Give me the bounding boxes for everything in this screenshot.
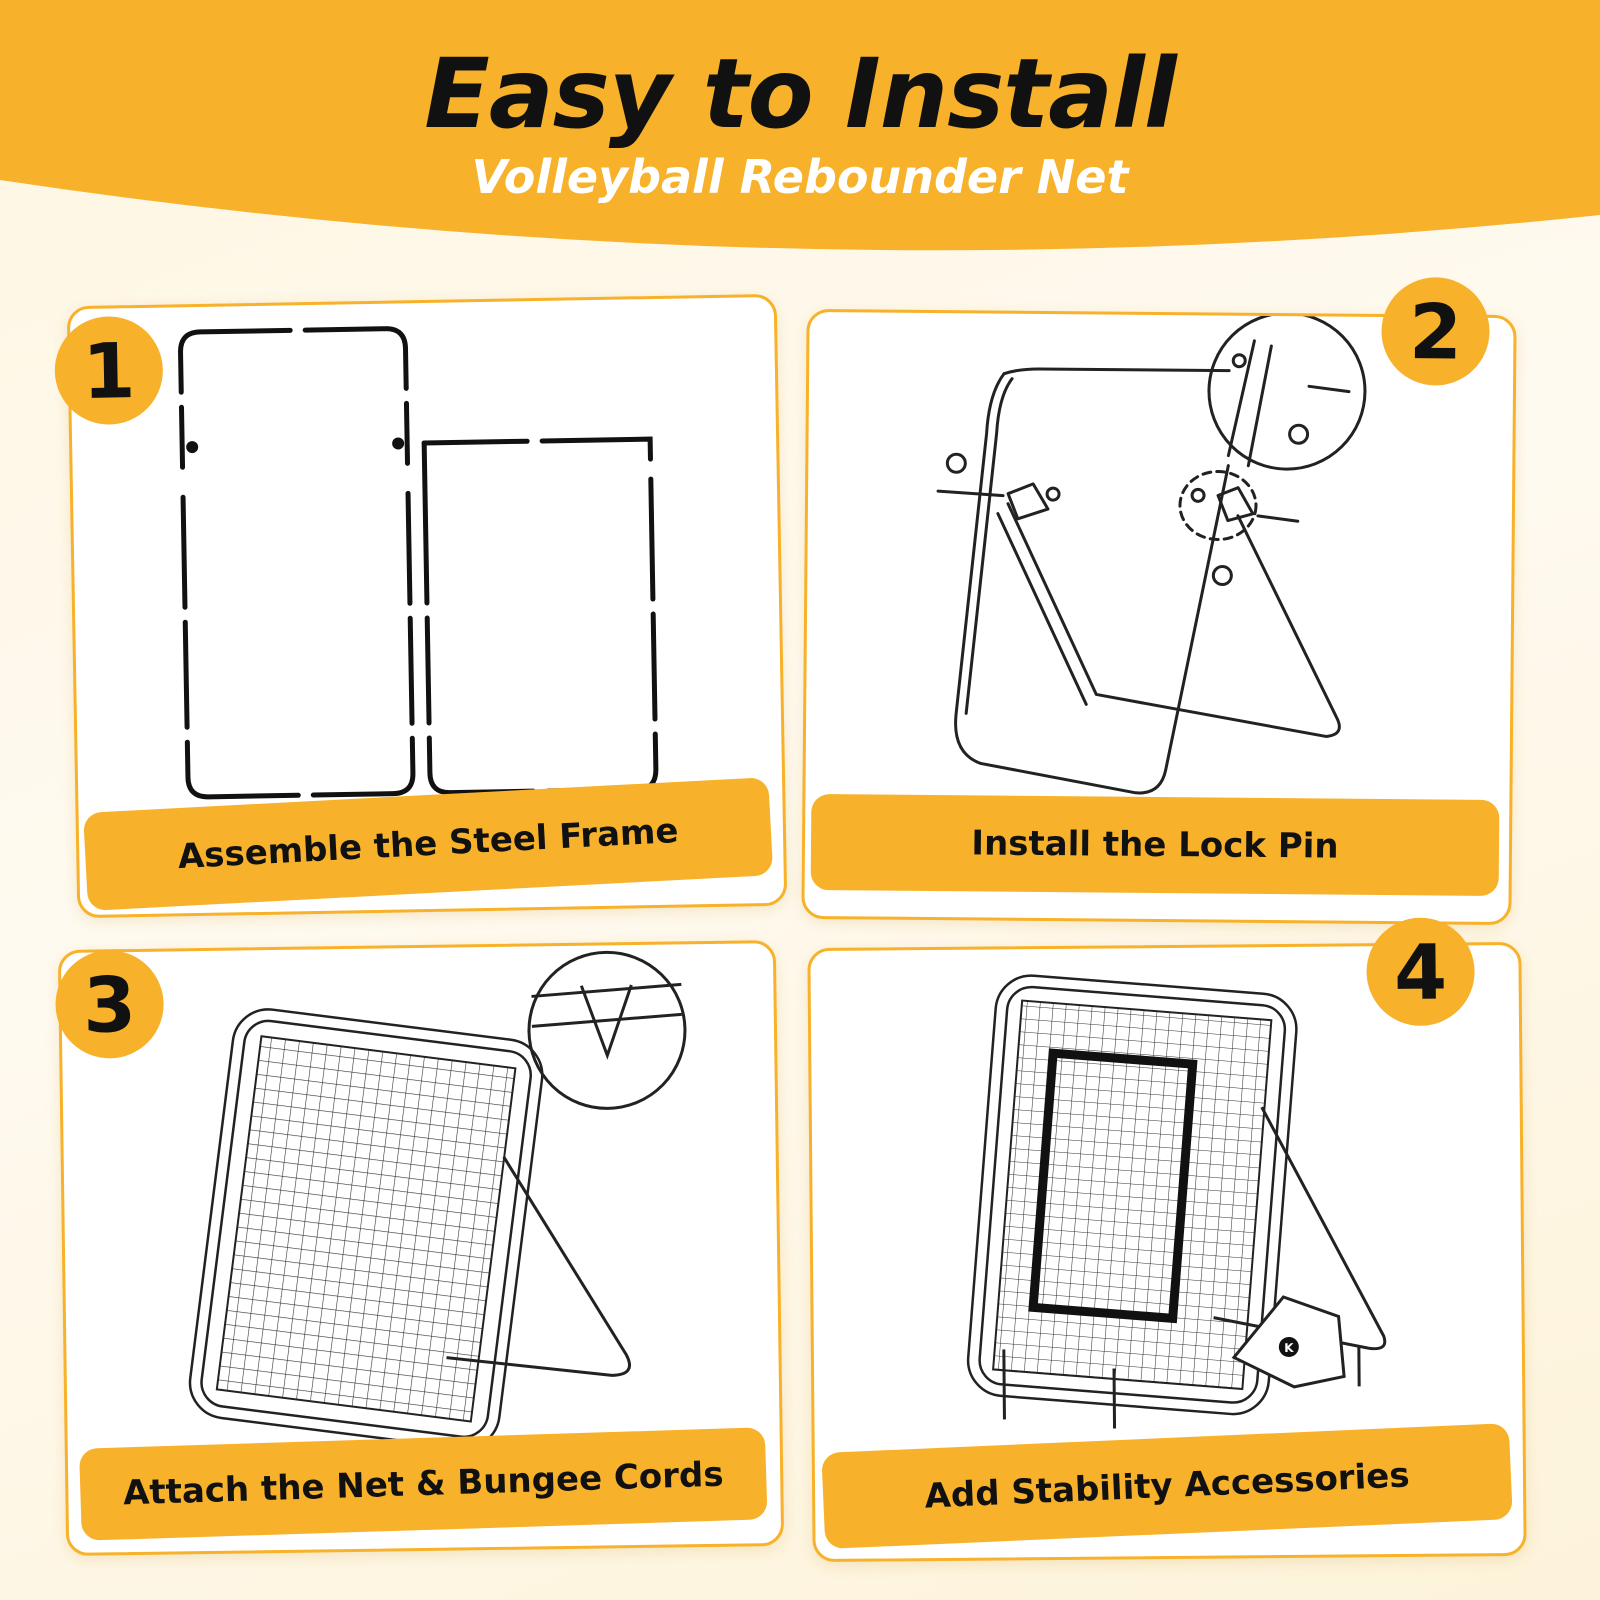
header-banner <box>0 0 1600 251</box>
brand-logo-letter: K <box>1284 1341 1294 1355</box>
step-2-caption: Install the Lock Pin <box>810 793 1500 896</box>
page-subtitle: Volleyball Rebounder Net <box>471 150 1129 204</box>
page-title: Easy to Install <box>424 38 1176 150</box>
step-2-number-badge: 2 <box>1381 276 1490 386</box>
lock-pin-illustration <box>936 311 1367 795</box>
stability-accessories-illustration: K <box>966 974 1387 1429</box>
step-2-card: Install the Lock Pin 2 <box>801 276 1517 926</box>
step-1-card: Assemble the Steel Frame 1 <box>53 293 788 919</box>
frame-parts-illustration <box>178 326 659 800</box>
step-3-card: Attach the Net & Bungee Cords 3 <box>54 940 785 1556</box>
step-4-card: K Add Stability Accessories 4 <box>807 917 1527 1563</box>
net-bungee-illustration <box>188 950 687 1450</box>
step-4-number-badge: 4 <box>1366 917 1476 1027</box>
